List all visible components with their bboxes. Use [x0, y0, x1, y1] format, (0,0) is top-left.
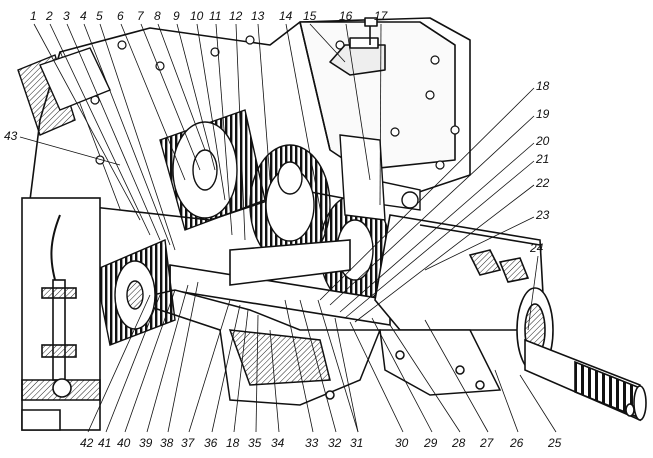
- label-38: 38: [160, 436, 174, 450]
- label-27: 27: [479, 436, 495, 450]
- label-39: 39: [139, 436, 153, 450]
- label-28: 28: [451, 436, 466, 450]
- label-18-bottom: 18: [226, 436, 240, 450]
- label-6: 6: [117, 9, 124, 23]
- label-18-right: 18: [536, 79, 550, 93]
- lower-casing: [127, 289, 502, 406]
- label-7: 7: [137, 9, 145, 23]
- label-13: 13: [251, 9, 265, 23]
- label-35: 35: [248, 436, 262, 450]
- main-shaft: [169, 239, 391, 326]
- label-8: 8: [154, 9, 161, 23]
- label-1: 1: [30, 9, 37, 23]
- label-40: 40: [117, 436, 131, 450]
- label-11: 11: [209, 9, 221, 23]
- label-19: 19: [536, 107, 550, 121]
- label-15: 15: [303, 9, 317, 23]
- label-12: 12: [229, 9, 243, 23]
- label-20: 20: [535, 134, 550, 148]
- label-25: 25: [547, 436, 562, 450]
- label-group-bottom: 42 41 40 39 38 37 36 18 35 34 33 32 31 3…: [80, 436, 562, 450]
- label-34: 34: [271, 436, 285, 450]
- label-14: 14: [279, 9, 293, 23]
- label-41: 41: [98, 436, 111, 450]
- label-29: 29: [423, 436, 438, 450]
- bevel-gear: [159, 109, 266, 231]
- leader-lines: [19, 23, 557, 433]
- label-24: 24: [529, 241, 544, 255]
- label-37: 37: [181, 436, 196, 450]
- label-5: 5: [96, 9, 103, 23]
- label-36: 36: [204, 436, 218, 450]
- label-32: 32: [328, 436, 342, 450]
- label-9: 9: [173, 9, 180, 23]
- label-33: 33: [305, 436, 319, 450]
- inset-detail-box: [21, 197, 101, 431]
- selector-rail: [339, 134, 421, 221]
- label-group-right: 18 19 20 21 22 23 24: [529, 79, 550, 255]
- label-43: 43: [4, 129, 18, 143]
- bevel-pinion: [94, 238, 176, 346]
- label-23: 23: [535, 208, 550, 222]
- label-16: 16: [339, 9, 353, 23]
- label-21: 21: [535, 152, 549, 166]
- label-42: 42: [80, 436, 94, 450]
- label-26: 26: [509, 436, 524, 450]
- splined-output-shaft: [524, 338, 647, 422]
- label-30: 30: [395, 436, 409, 450]
- driven-gear: [319, 194, 391, 306]
- label-4: 4: [80, 9, 87, 23]
- label-10: 10: [190, 9, 204, 23]
- label-22: 22: [535, 176, 550, 190]
- label-2: 2: [45, 9, 53, 23]
- label-17: 17: [374, 9, 389, 23]
- label-31: 31: [350, 436, 363, 450]
- label-3: 3: [63, 9, 70, 23]
- label-group-top: 1 2 3 4 5 6 7 8 9 10 11 12 13 14 15 16 1…: [30, 9, 389, 23]
